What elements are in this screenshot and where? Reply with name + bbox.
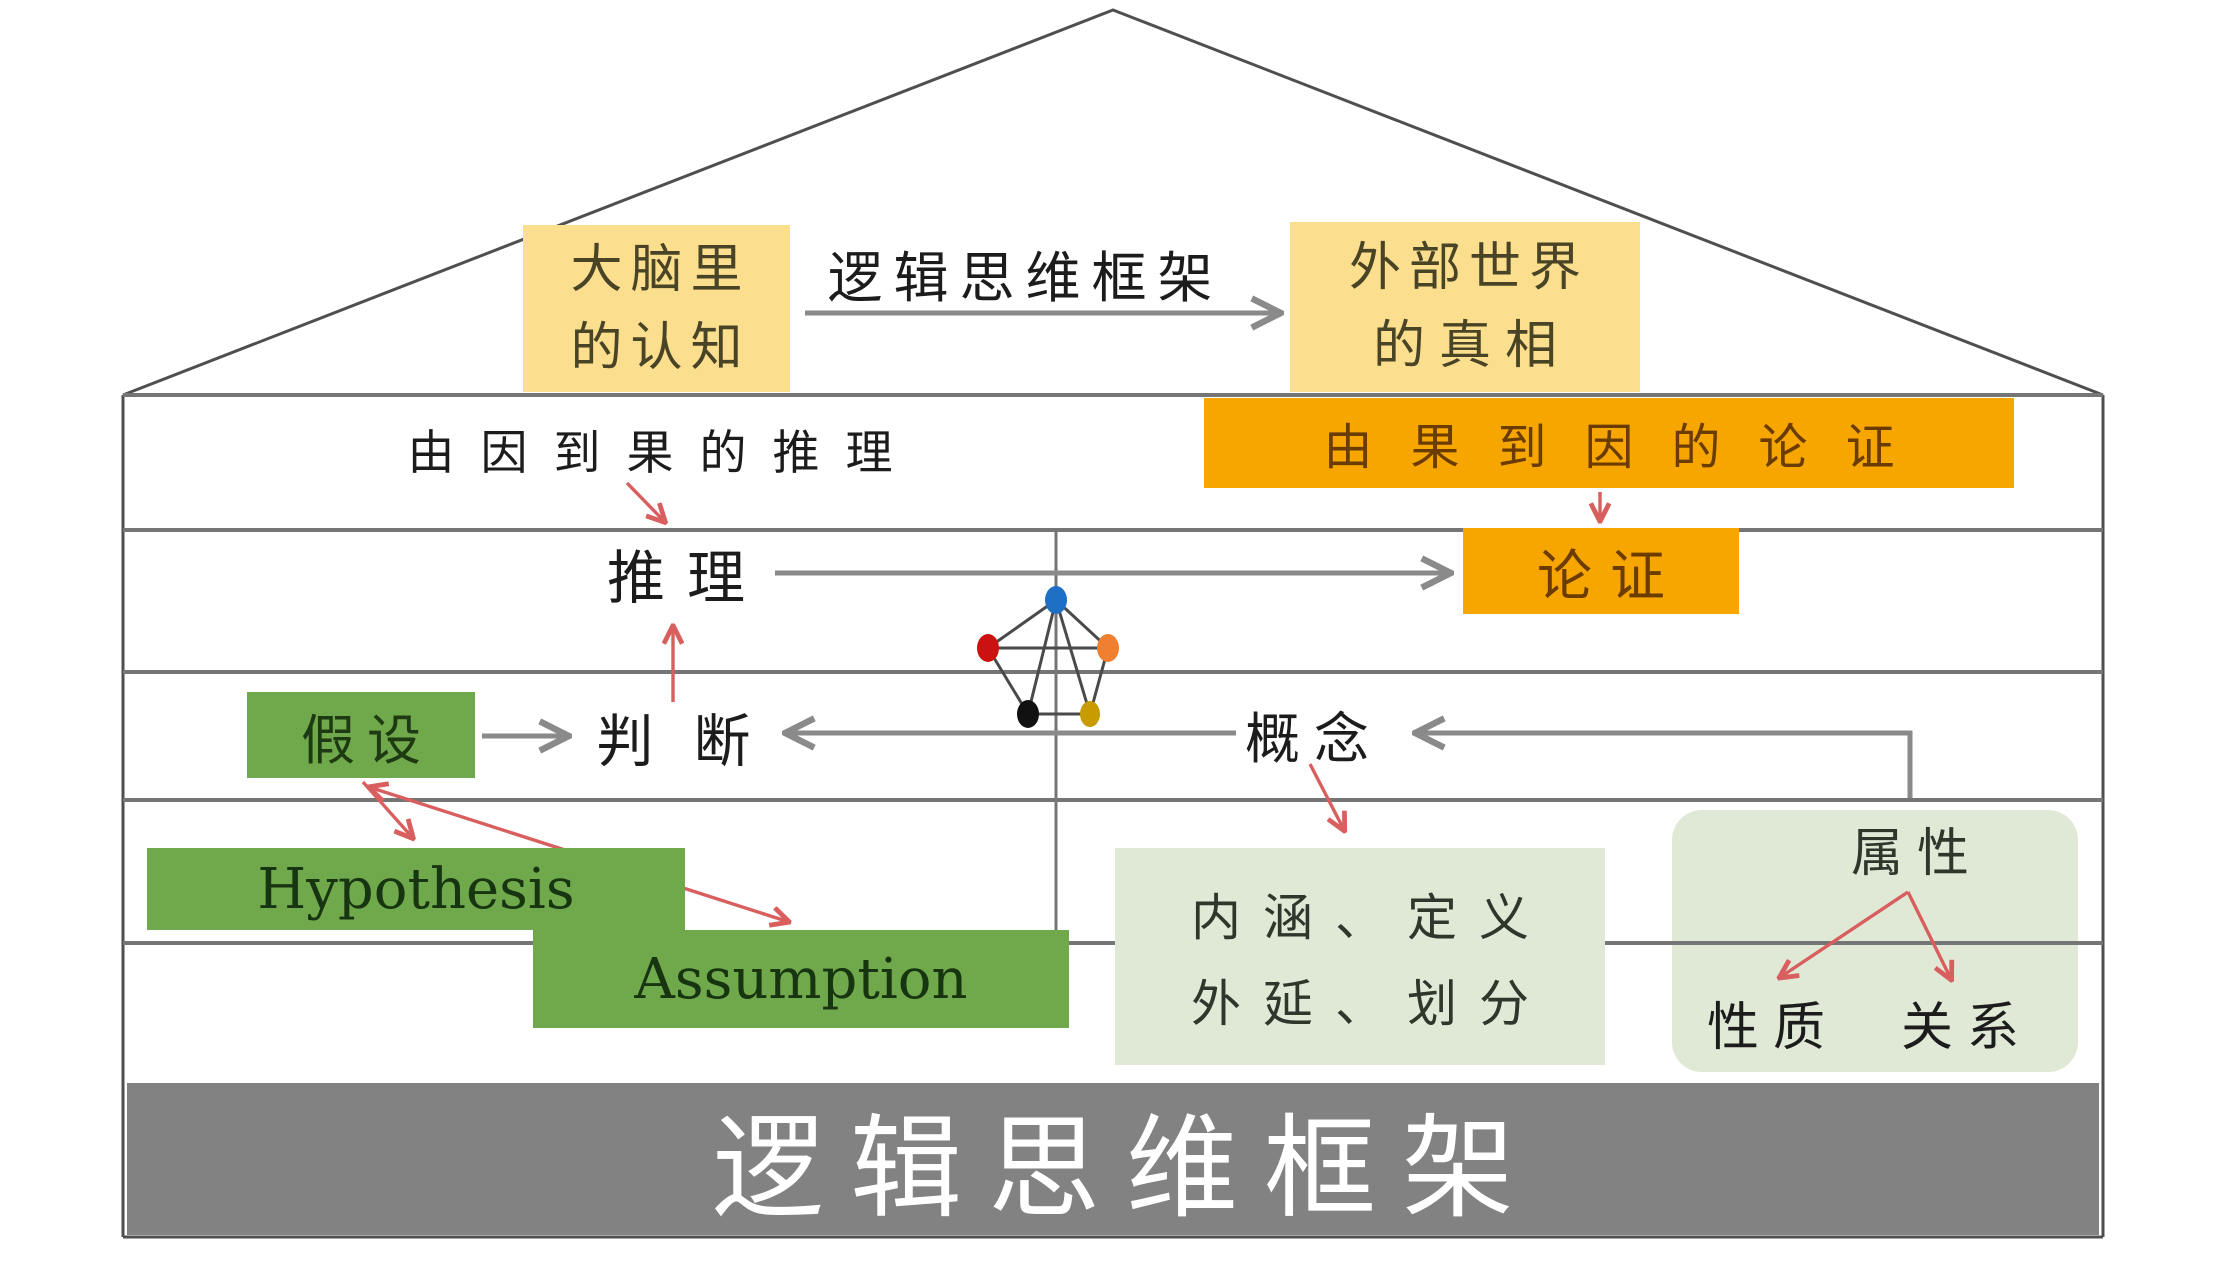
external-world-line1: 外部世界 — [1348, 238, 1589, 298]
external-world-box: 外部世界 的真相 — [1290, 222, 1640, 392]
effect-to-cause-band: 由果到因的论证 — [1204, 398, 2014, 488]
judgment-label: 判断 — [596, 709, 791, 775]
brain-cognition-line1: 大脑里 — [570, 239, 751, 300]
assumption-en-box: Assumption — [533, 930, 1069, 1028]
cause-to-effect-label: 由因到果的推理 — [407, 425, 919, 481]
brain-cognition-line2: 的认知 — [570, 317, 751, 378]
concept-label: 概念 — [1245, 707, 1384, 771]
red-node — [977, 634, 999, 662]
property-label: 性质 — [1707, 997, 1840, 1058]
attribute-to-concept-elbow-arrow — [1418, 733, 1913, 798]
attribute-label: 属性 — [1850, 823, 1983, 884]
relation-label: 关系 — [1901, 997, 2034, 1058]
banner-title: 逻辑思维框架 — [712, 1104, 1540, 1234]
roof-arrow-label: 逻辑思维框架 — [827, 246, 1224, 310]
blue-node — [1045, 586, 1067, 614]
connotation-box: 内涵、定义 外延、划分 — [1115, 848, 1605, 1065]
label-to-inference-arrow — [625, 481, 663, 520]
inference-label: 推理 — [607, 544, 768, 612]
orange-node — [1097, 634, 1119, 662]
hypothesis-cn-box: 假设 — [247, 692, 475, 778]
external-world-line2: 的真相 — [1372, 316, 1571, 376]
hypothesis-en-box: Hypothesis — [147, 848, 685, 930]
connotation-line2: 外延、划分 — [1191, 974, 1551, 1033]
bottom-banner: 逻辑思维框架 — [127, 1083, 2099, 1235]
argument-box: 论证 — [1463, 528, 1739, 614]
gold-node — [1080, 701, 1100, 727]
concept-network-figure — [977, 586, 1119, 728]
black-node — [1017, 700, 1039, 728]
hypothesis-to-english-arrow — [361, 780, 411, 836]
connotation-line1: 内涵、定义 — [1191, 888, 1551, 947]
brain-cognition-box: 大脑里 的认知 — [523, 225, 790, 392]
